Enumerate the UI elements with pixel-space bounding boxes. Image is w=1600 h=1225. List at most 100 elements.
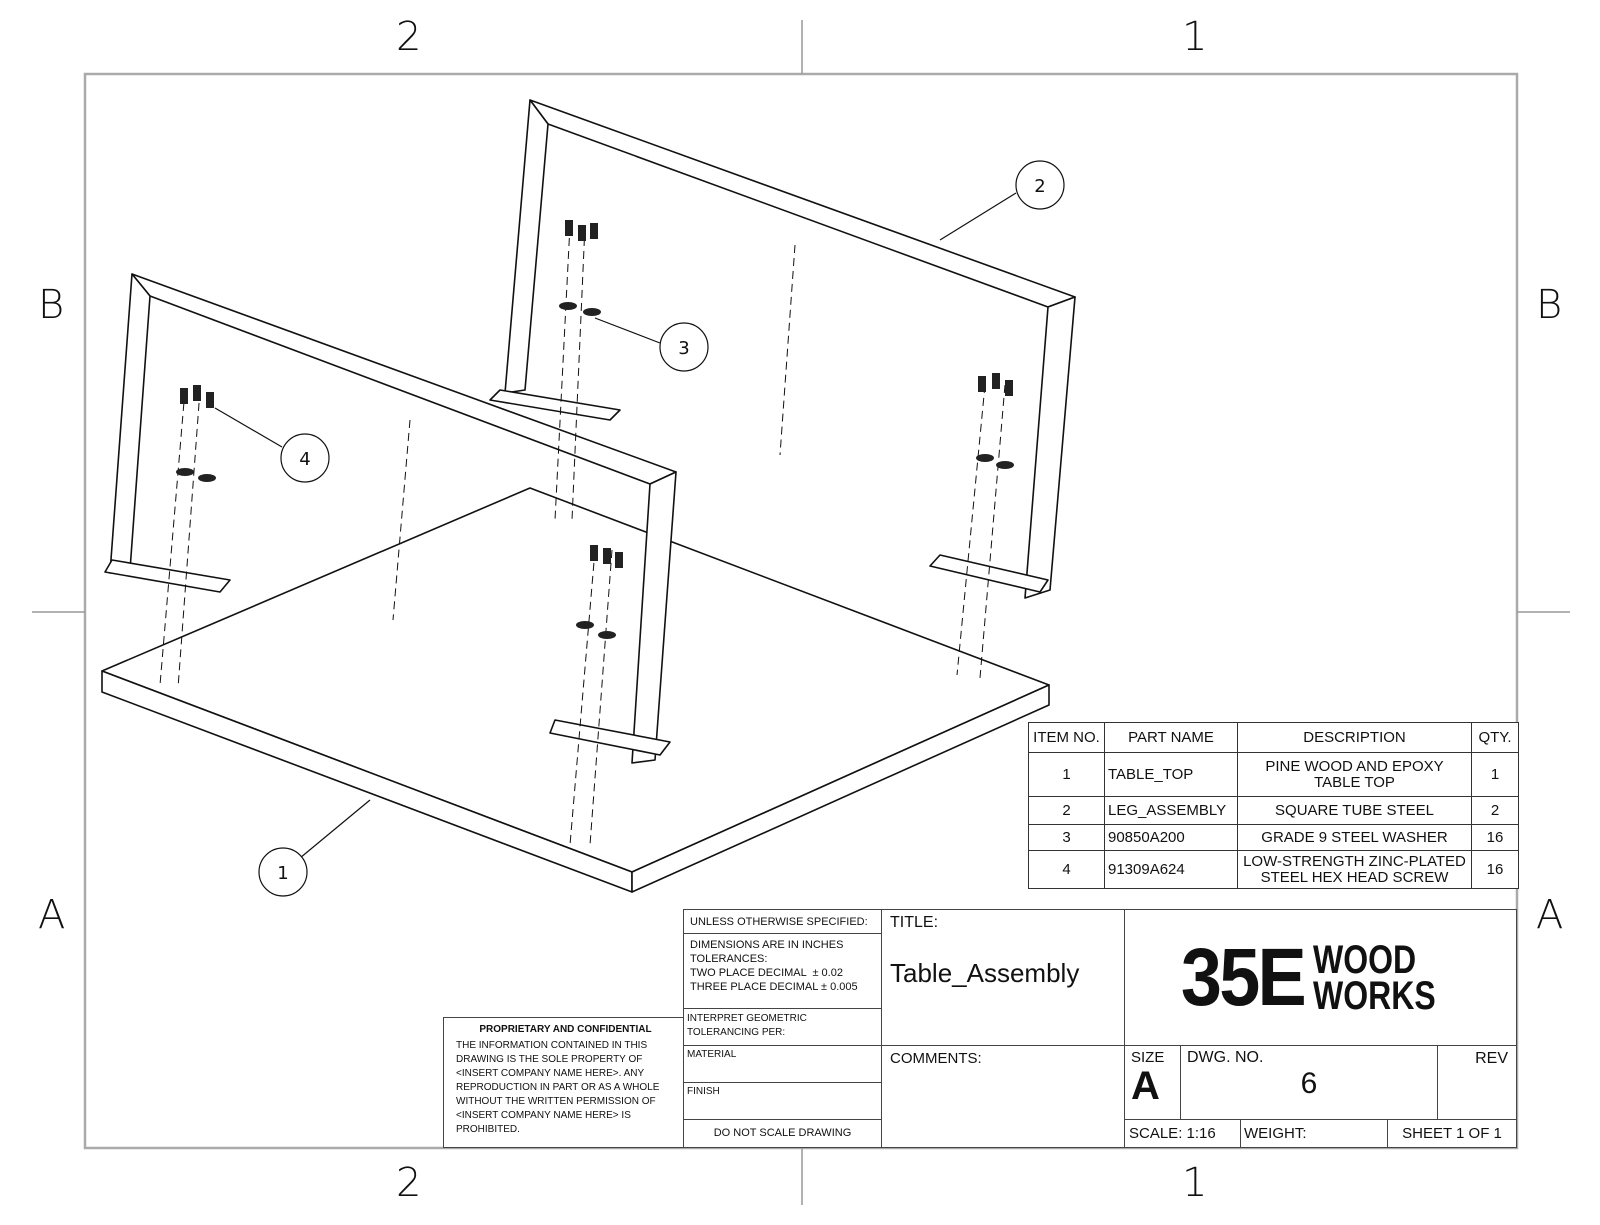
two-place-row: TWO PLACE DECIMAL ± 0.02 (690, 966, 875, 980)
proprietary-notice: PROPRIETARY AND CONFIDENTIAL THE INFORMA… (443, 1017, 684, 1148)
balloon-2: 2 (1034, 176, 1045, 197)
interpret-label: INTERPRET GEOMETRIC (687, 1013, 807, 1024)
zone-label-top-1: 1 (1182, 14, 1208, 60)
three-place-row: THREE PLACE DECIMAL ± 0.005 (690, 980, 875, 994)
proprietary-heading: PROPRIETARY AND CONFIDENTIAL (479, 1024, 652, 1035)
zone-label-right-a: A (1536, 892, 1564, 938)
bom-qty: 16 (1471, 824, 1519, 851)
table-row: 3 90850A200 GRADE 9 STEEL WASHER 16 (1028, 824, 1519, 851)
size-cell: SIZE A (1124, 1045, 1181, 1120)
sheet-cell: SHEET 1 OF 1 (1387, 1119, 1517, 1148)
bom-desc: SQUARE TUBE STEEL (1237, 796, 1472, 825)
logo-35e: 35E (1181, 931, 1307, 1023)
two-place-value: ± 0.02 (812, 967, 843, 979)
table-row: 2 LEG_ASSEMBLY SQUARE TUBE STEEL 2 (1028, 796, 1519, 825)
bom-part: TABLE_TOP (1104, 752, 1238, 797)
bom-item: 3 (1028, 824, 1105, 851)
bom-desc: GRADE 9 STEEL WASHER (1237, 824, 1472, 851)
table-top (101, 487, 1050, 893)
size-value: A (1131, 1064, 1160, 1108)
logo-works: WORKS (1313, 973, 1436, 1018)
no-scale-cell: DO NOT SCALE DRAWING (683, 1119, 882, 1148)
unless-label: UNLESS OTHERWISE SPECIFIED: (690, 916, 868, 928)
bom-header-row: ITEM NO. PART NAME DESCRIPTION QTY. (1028, 722, 1519, 753)
bom-item: 1 (1028, 752, 1105, 797)
size-label: SIZE (1131, 1049, 1165, 1066)
bom-header-description: DESCRIPTION (1237, 722, 1472, 753)
comments-cell: COMMENTS: (881, 1045, 1125, 1148)
zone-label-bottom-1: 1 (1182, 1160, 1208, 1206)
fastener-centerlines (159, 224, 1006, 846)
company-logo: 35E WOOD WORKS (1124, 909, 1517, 1046)
bom-desc-line2: STEEL HEX HEAD SCREW (1260, 868, 1449, 886)
three-place-label: THREE PLACE DECIMAL (690, 981, 818, 993)
bom-part: 90850A200 (1104, 824, 1238, 851)
zone-label-bottom-2: 2 (396, 1160, 422, 1206)
bom-qty: 2 (1471, 796, 1519, 825)
weight-label: WEIGHT: (1244, 1125, 1307, 1142)
material-label: MATERIAL (687, 1049, 737, 1060)
bom-part: LEG_ASSEMBLY (1104, 796, 1238, 825)
bom-part: 91309A624 (1104, 850, 1238, 889)
rev-label: REV (1475, 1050, 1508, 1067)
dwg-no-label: DWG. NO. (1187, 1049, 1264, 1066)
balloon-2-circle (1015, 160, 1065, 210)
dwg-no-value: 6 (1300, 1067, 1318, 1100)
comments-label: COMMENTS: (890, 1050, 982, 1067)
material-cell: MATERIAL (683, 1045, 882, 1083)
zone-label-right-b: B (1536, 282, 1563, 328)
no-scale-label: DO NOT SCALE DRAWING (713, 1127, 852, 1139)
logo-woodworks: WOOD WORKS (1313, 937, 1436, 1018)
bom-desc-line1: PINE WOOD AND EPOXY (1265, 757, 1444, 775)
proprietary-body: THE INFORMATION CONTAINED IN THIS DRAWIN… (456, 1040, 660, 1135)
sheet-label: SHEET 1 OF 1 (1402, 1125, 1502, 1142)
dwg-no-cell: DWG. NO. 6 (1180, 1045, 1438, 1120)
drawing-title: Table_Assembly (890, 958, 1080, 988)
bom-item: 2 (1028, 796, 1105, 825)
bom-item: 4 (1028, 850, 1105, 889)
balloon-4-circle (280, 433, 330, 483)
balloon-4: 4 (299, 449, 310, 470)
balloon-1-circle (258, 847, 308, 897)
logo-wood: WOOD (1313, 937, 1417, 982)
scale-cell: SCALE: 1:16 (1124, 1119, 1241, 1148)
finish-cell: FINISH (683, 1082, 882, 1120)
balloon-1: 1 (277, 863, 288, 884)
bom-header-qty: QTY. (1471, 722, 1519, 753)
scale-label: SCALE: 1:16 (1129, 1125, 1216, 1142)
title-cell: TITLE: Table_Assembly (881, 909, 1125, 1046)
screws-and-washers (176, 220, 1014, 639)
bom-qty: 1 (1471, 752, 1519, 797)
bom-header-item: ITEM NO. (1028, 722, 1105, 753)
interpret-cell: INTERPRET GEOMETRIC TOLERANCING PER: (683, 1008, 882, 1046)
weight-cell: WEIGHT: (1240, 1119, 1388, 1148)
leg-assembly-back (489, 99, 1076, 599)
bom-header-part: PART NAME (1104, 722, 1238, 753)
zone-label-top-2: 2 (396, 14, 422, 60)
balloon-leaders (214, 192, 1017, 859)
bom-desc-line2: TABLE TOP (1314, 773, 1395, 791)
sheet-border (83, 72, 1519, 1150)
zone-label-left-a: A (38, 892, 66, 938)
finish-label: FINISH (687, 1086, 720, 1097)
two-place-label: TWO PLACE DECIMAL (690, 967, 807, 979)
unless-specified-cell: UNLESS OTHERWISE SPECIFIED: (683, 909, 882, 934)
balloon-3-circle (659, 322, 709, 372)
leg-assembly-front (104, 273, 677, 764)
tolerancing-label: TOLERANCING PER: (687, 1027, 786, 1038)
tolerances-cell: DIMENSIONS ARE IN INCHES TOLERANCES: TWO… (683, 933, 882, 1009)
bom-qty: 16 (1471, 850, 1519, 889)
three-place-value: ± 0.005 (821, 981, 858, 993)
zone-label-left-b: B (38, 282, 65, 328)
title-label: TITLE: (890, 914, 939, 931)
balloon-3: 3 (678, 338, 689, 359)
bill-of-materials: ITEM NO. PART NAME DESCRIPTION QTY. 1 TA… (1028, 722, 1519, 889)
rev-cell: REV (1437, 1045, 1517, 1120)
bom-desc-line1: LOW-STRENGTH ZINC-PLATED (1243, 852, 1466, 870)
dims-label: DIMENSIONS ARE IN INCHES (690, 939, 844, 951)
